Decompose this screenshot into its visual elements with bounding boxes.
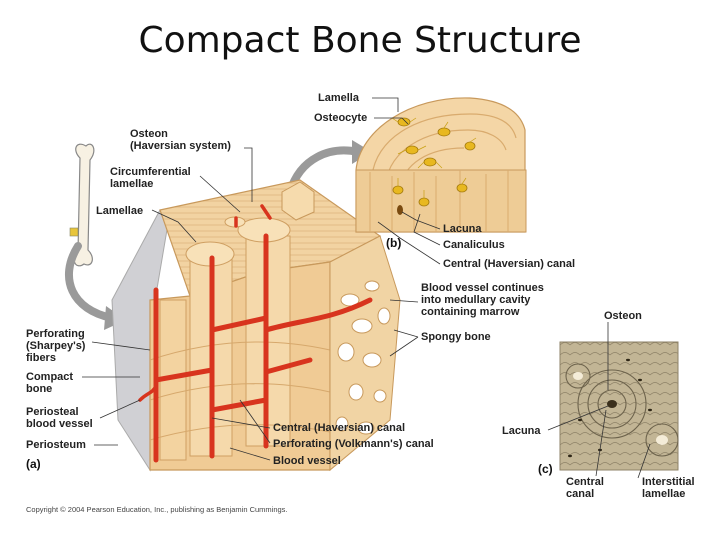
label-canaliculus: Canaliculus xyxy=(443,239,505,251)
label-compact-bone: Compact bone xyxy=(26,371,74,395)
label-blood-vessel-continues: Blood vessel continues into medullary ca… xyxy=(421,282,544,318)
micrograph xyxy=(559,341,679,471)
panel-label-b: (b) xyxy=(386,236,402,250)
label-osteon-system: Osteon (Haversian system) xyxy=(130,128,231,152)
label-blood-vessel: Blood vessel xyxy=(273,455,341,467)
label-osteocyte: Osteocyte xyxy=(314,112,368,124)
osteon-magnified xyxy=(355,97,527,233)
label-osteon-micro: Osteon xyxy=(604,310,642,322)
label-lacuna-micro: Lacuna xyxy=(502,425,541,437)
zoom-arrow-left xyxy=(65,242,116,322)
panel-label-c: (c) xyxy=(538,462,553,476)
label-lamella: Lamella xyxy=(318,92,359,104)
label-central-canal-micro: Central canal xyxy=(566,476,604,500)
label-circumferential-lamellae: Circumferential lamellae xyxy=(110,166,191,190)
label-periosteal-blood-vessel: Periosteal blood vessel xyxy=(26,406,93,430)
label-central-canal: Central (Haversian) canal xyxy=(443,258,576,270)
label-lamellae: Lamellae xyxy=(96,205,144,217)
blood-vessels xyxy=(153,233,373,463)
label-central-canal-a: Central (Haversian) canal xyxy=(273,422,406,434)
label-periosteum: Periosteum xyxy=(26,439,86,451)
label-spongy-bone: Spongy bone xyxy=(421,331,491,343)
label-lacuna: Lacuna xyxy=(443,223,482,235)
page-title: Compact Bone Structure xyxy=(138,20,582,61)
lacuna-b xyxy=(397,205,403,215)
copyright-credit: Copyright © 2004 Pearson Education, Inc.… xyxy=(26,505,288,514)
label-perforating-canal: Perforating (Volkmann's) canal xyxy=(273,438,434,450)
label-interstitial-lamellae: Interstitial lamellae xyxy=(642,476,695,500)
long-bone-icon xyxy=(69,143,95,267)
label-perforating-fibers: Perforating (Sharpey's) fibers xyxy=(26,328,86,364)
osteon-cube xyxy=(281,181,315,221)
panel-label-a: (a) xyxy=(26,457,41,471)
leader-lines xyxy=(82,97,651,479)
